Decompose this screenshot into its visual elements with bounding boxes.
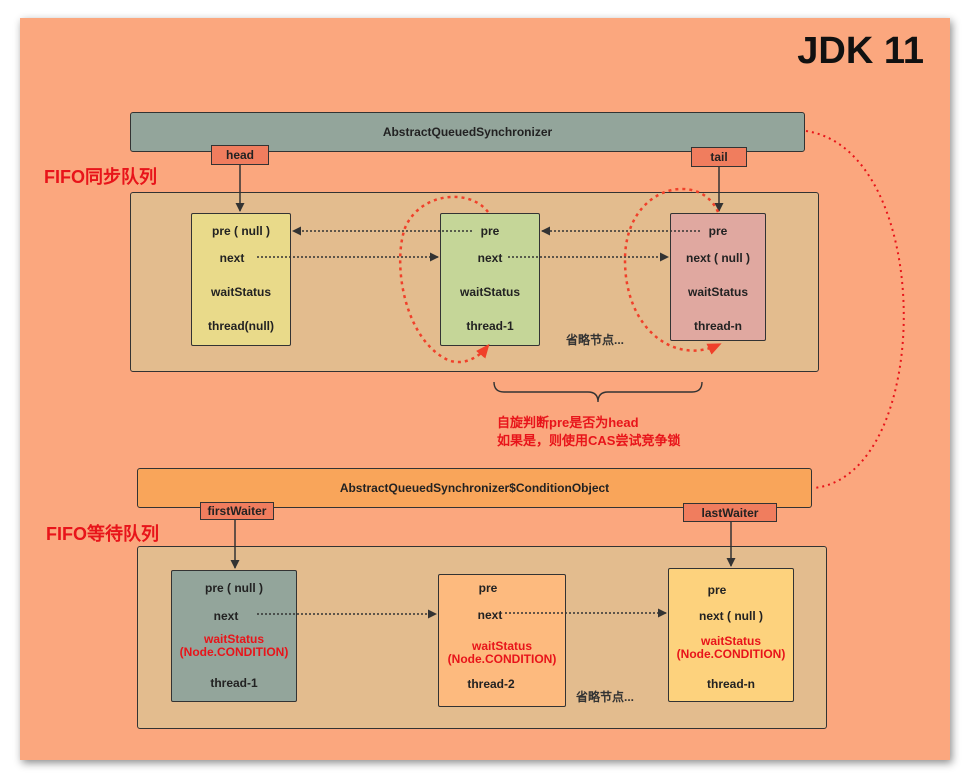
node-thread: thread-n [694,319,742,333]
node-pre: pre [478,581,498,595]
node-next: next ( null ) [699,609,763,623]
node-pre: pre [707,583,727,597]
node-pre: pre ( null ) [205,581,263,595]
head-tag: head [211,145,269,165]
sync-node-head: pre ( null ) next waitStatus thread(null… [191,213,291,346]
node-next: next [213,609,239,623]
node-thread: thread-n [707,677,755,691]
node-waitstatus: waitStatus [471,639,532,653]
spin-note-line-2: 如果是，则使用CAS尝试竞争锁 [497,433,681,448]
node-thread: thread-1 [466,319,514,333]
aqs-bar-label: AbstractQueuedSynchronizer [382,125,553,139]
last-waiter-tag: lastWaiter [683,503,777,522]
node-waitstatus: waitStatus [700,634,761,648]
spin-loop-thread-n [623,187,722,355]
node-pre: pre [480,224,500,238]
node-pre: pre [708,224,728,238]
wait-node-n: pre next ( null ) waitStatus (Node.CONDI… [668,568,794,702]
diagram-title: JDK 11 [797,30,924,72]
node-next: next [477,251,503,265]
sync-node-tail: pre next ( null ) waitStatus thread-n [670,213,766,341]
wait-node-2: pre next waitStatus (Node.CONDITION) thr… [438,574,566,707]
aqs-condition-link [805,130,905,489]
node-next: next [477,608,503,622]
spin-note: 自旋判断pre是否为head 如果是，则使用CAS尝试竞争锁 [497,414,680,450]
node-waitstatus: waitStatus [203,632,264,646]
sync-queue-label: FIFO同步队列 [44,167,157,187]
spin-loop-thread-1 [398,195,490,364]
node-waitstatus: waitStatus [210,285,271,299]
sync-node-1: pre next waitStatus thread-1 [440,213,540,346]
node-pre: pre ( null ) [212,224,270,238]
node-next: next [219,251,245,265]
node-condition: (Node.CONDITION) [676,647,786,661]
tail-tag: tail [691,147,747,167]
node-next: next ( null ) [686,251,750,265]
condition-bar: AbstractQueuedSynchronizer$ConditionObje… [137,468,812,508]
node-thread: thread(null) [208,319,274,333]
node-thread: thread-1 [210,676,258,690]
wait-omitted-note: 省略节点... [576,690,635,704]
wait-queue-label: FIFO等待队列 [46,524,159,544]
wait-node-1: pre ( null ) next waitStatus (Node.CONDI… [171,570,297,702]
first-waiter-tag: firstWaiter [200,502,274,520]
node-thread: thread-2 [467,677,515,691]
node-condition: (Node.CONDITION) [179,645,289,659]
node-waitstatus: waitStatus [459,285,520,299]
sync-omitted-note: 省略节点... [566,333,625,347]
node-condition: (Node.CONDITION) [447,652,557,666]
node-waitstatus: waitStatus [687,285,748,299]
spin-brace [493,381,703,403]
condition-bar-label: AbstractQueuedSynchronizer$ConditionObje… [339,481,610,495]
spin-note-line-1: 自旋判断pre是否为head [497,415,639,430]
